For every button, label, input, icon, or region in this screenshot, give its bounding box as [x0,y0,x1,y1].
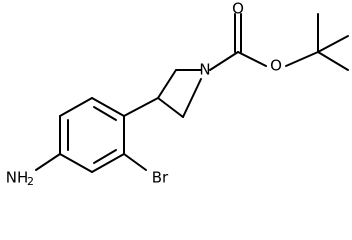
aryl-br-bond [123,153,147,171]
azetidine-bond-1 [157,69,177,99]
azetidine-bond-4 [157,97,184,118]
tbutyl-methyl-right [317,35,349,53]
aryl-azetidine-bond [123,97,159,117]
ring-bond-4 [59,153,93,173]
chemical-structure-canvas: N O O Br NH 2 [6,0,349,188]
ring-double-bond-2 [93,149,117,164]
ester-tbutyl-bond [285,51,319,67]
n-carbonyl-bond [209,51,239,71]
amine-label: NH [6,169,29,187]
carbonyl-ester-bond [237,51,267,67]
ring-double-bond-1 [93,106,117,121]
ester-oxygen-label: O [270,57,282,75]
azetidine-bond-3 [182,78,202,118]
ring-bond-1 [91,97,125,117]
bromine-label: Br [152,169,169,187]
azetidine-nitrogen-label: N [199,61,210,79]
molecule-diagram: N O O Br NH 2 [6,0,349,188]
ring-bond-6 [59,97,93,117]
tbutyl-methyl-down [317,51,349,71]
carbonyl-oxygen-label: O [232,0,244,18]
ring-bond-3 [91,153,125,173]
amine-subscript-label: 2 [27,175,34,188]
aryl-nh2-bond [35,153,61,171]
